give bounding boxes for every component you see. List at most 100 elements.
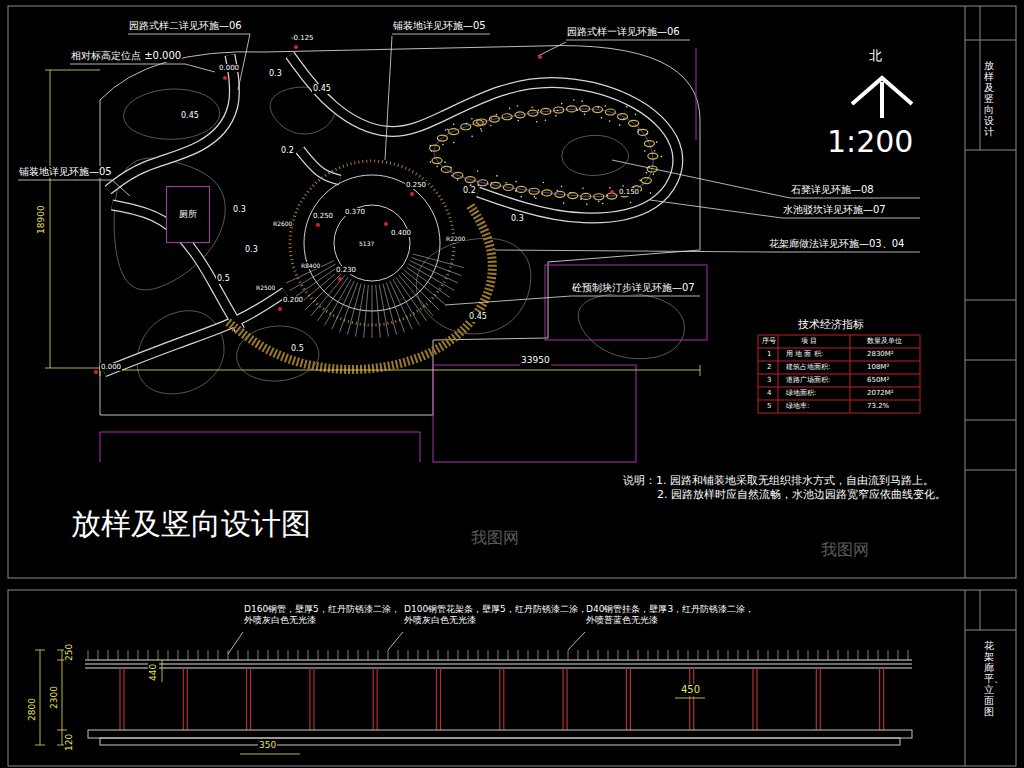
dimension-text: 450 (680, 684, 701, 696)
dimension-text: 350 (258, 740, 277, 751)
watermark: 我图网 (820, 540, 870, 559)
pond-stone (618, 114, 628, 120)
leader-line (70, 64, 215, 72)
hanging-bar (178, 650, 179, 660)
gravel-dot (431, 150, 433, 152)
dimension-text: 440 (148, 663, 159, 682)
dimension-tick (57, 730, 67, 731)
hanging-bar (448, 650, 449, 660)
dimension-text: 2300 (49, 685, 60, 710)
garden-path (108, 55, 235, 190)
hanging-bar (558, 650, 559, 660)
pond-stone (453, 172, 463, 178)
gravel-dot (606, 195, 608, 197)
gravel-dot (577, 109, 579, 111)
gravel-dot (510, 117, 512, 119)
dimension-tick (35, 650, 45, 651)
elevation-value: -0.125 (290, 34, 315, 42)
hanging-bar (648, 650, 649, 660)
step-hatch (286, 261, 334, 283)
magenta-frame (100, 432, 420, 462)
contour-line (562, 135, 629, 175)
table-cell: 绿地率: (785, 402, 810, 410)
table-cell: 数量及单位 (866, 337, 903, 345)
gravel-dot (490, 125, 492, 127)
dimension-text: 120 (64, 733, 75, 752)
gravel-dot (602, 203, 604, 205)
dimension-line (240, 754, 300, 755)
hanging-bar (728, 650, 729, 660)
table-rule (758, 387, 920, 388)
title-block-line (965, 590, 966, 766)
hanging-bar (288, 650, 289, 660)
table-cell: 项 目 (800, 337, 818, 345)
elevation-dot (538, 55, 542, 59)
hanging-bar (608, 650, 609, 660)
north-arrow (880, 82, 884, 118)
elevation-value: 0.3 (268, 69, 283, 79)
elevation-value: 0.5 (216, 274, 231, 284)
table-cell: 2072M² (866, 389, 895, 397)
dimension-line (40, 650, 41, 745)
table-cell: 序号 (761, 337, 777, 345)
dimension-text: 250 (64, 643, 75, 662)
gravel-dot (623, 118, 625, 120)
title-block-text: 放样及竖向设计 (984, 60, 994, 137)
gravel-dot (609, 120, 611, 122)
hanging-bar (498, 650, 499, 660)
step-hatch (404, 270, 445, 304)
gravel-dot (622, 185, 624, 187)
dimension-line (162, 660, 163, 682)
leader-line (385, 36, 392, 160)
toilet-box: 厕所 (166, 186, 210, 243)
pergola-step (100, 738, 900, 745)
hanging-bar (908, 650, 909, 660)
hanging-bar (888, 650, 889, 660)
hanging-bar (578, 650, 579, 660)
gravel-dot (520, 196, 522, 198)
hanging-bar (268, 650, 269, 660)
plaza-circle (334, 205, 410, 281)
pond-stone (541, 108, 551, 114)
step-hatch (376, 285, 381, 338)
gravel-dot (637, 131, 639, 133)
gravel-dot (466, 123, 468, 125)
pergola-column (120, 668, 124, 730)
gravel-dot (561, 186, 563, 188)
step-hatch (393, 279, 420, 325)
gravel-dot (447, 129, 449, 131)
hanging-bar (568, 650, 569, 660)
gravel-dot (457, 179, 459, 181)
pond-stone (465, 177, 475, 183)
pergola-column (437, 668, 441, 730)
pergola-base (88, 730, 912, 738)
gravel-dot (517, 120, 519, 122)
elevation-dot (94, 370, 98, 374)
leader-line (650, 200, 920, 218)
title-block-line (965, 300, 1016, 301)
elevation-value: 0.250 (405, 181, 427, 189)
callout-note: 花架廊做法详见环施—03、04 (768, 238, 905, 250)
pond-stone (644, 141, 654, 147)
elevation-value: 0.3 (232, 205, 247, 215)
hanging-bar (708, 650, 709, 660)
hanging-bar (308, 650, 309, 660)
pond-stone (638, 129, 648, 135)
hanging-bar (538, 650, 539, 660)
hanging-bar (258, 650, 259, 660)
pergola-column (816, 668, 820, 730)
hanging-bar (868, 650, 869, 660)
pond-stone (473, 120, 483, 126)
step-hatch (332, 281, 354, 329)
leader-line (612, 160, 920, 198)
gravel-dot (605, 105, 607, 107)
hanging-bar (698, 650, 699, 660)
step-hatch (406, 267, 449, 297)
pond-stone (489, 116, 499, 122)
title-block-line (965, 470, 1016, 471)
gravel-dot (496, 193, 498, 195)
elevation-value: 0.230 (335, 266, 357, 274)
pond-stone (648, 153, 658, 159)
gravel-dot (515, 181, 517, 183)
title-block-text: 花架廊平、立面图 (984, 640, 994, 717)
